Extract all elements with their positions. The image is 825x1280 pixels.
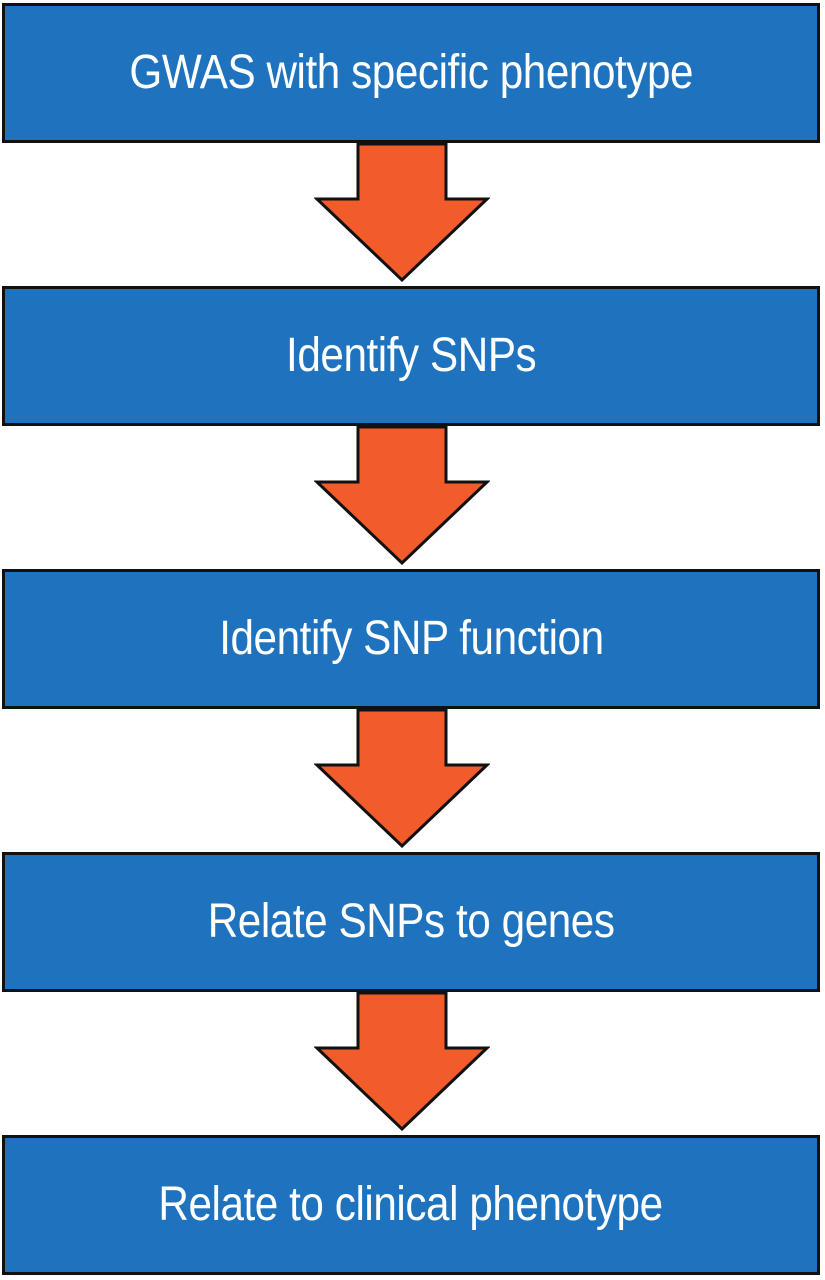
step-box-gwas: GWAS with specific phenotype xyxy=(2,3,820,143)
down-arrow-icon xyxy=(314,142,490,282)
step-box-relate-to-clinical-phenotype: Relate to clinical phenotype xyxy=(2,1135,820,1275)
down-arrow-icon xyxy=(314,708,490,848)
step-label: Relate to clinical phenotype xyxy=(158,1178,664,1231)
step-box-identify-snps: Identify SNPs xyxy=(2,286,820,426)
step-label: Relate SNPs to genes xyxy=(207,895,615,948)
step-box-identify-snp-function: Identify SNP function xyxy=(2,569,820,709)
step-label: GWAS with specific phenotype xyxy=(129,46,693,99)
down-arrow-icon xyxy=(314,991,490,1131)
down-arrow-icon xyxy=(314,425,490,565)
step-label: Identify SNP function xyxy=(218,612,604,665)
step-box-relate-snps-to-genes: Relate SNPs to genes xyxy=(2,852,820,992)
step-label: Identify SNPs xyxy=(285,329,537,382)
